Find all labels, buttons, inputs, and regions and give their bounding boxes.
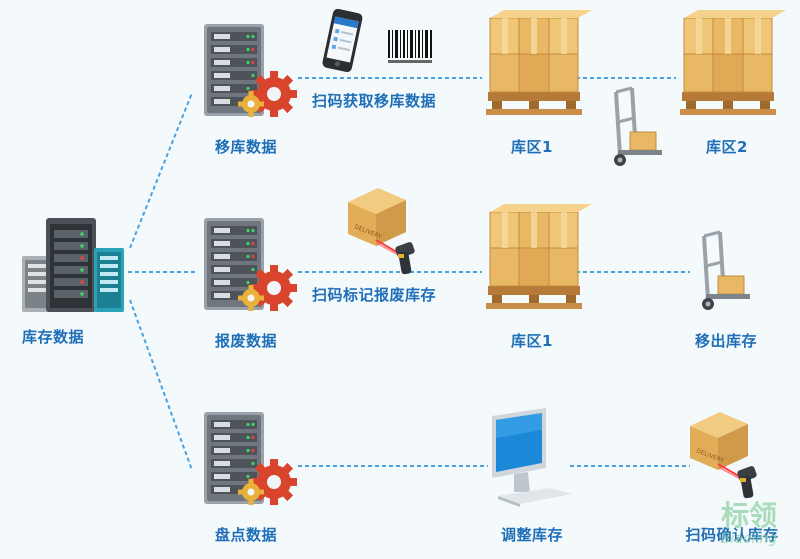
label-confirm: 扫码确认库存 (685, 526, 779, 544)
pallet-boxes-icon (679, 9, 787, 116)
watermark-logo: 标领 Biaoling (706, 501, 792, 551)
label-move-out: 移出库存 (694, 332, 758, 350)
barcode-icon (388, 30, 432, 63)
monitor-icon (492, 408, 572, 507)
label-zone1-mid: 库区1 (511, 332, 553, 350)
phone-scanner-icon (322, 8, 363, 72)
hand-truck-icon (700, 230, 752, 312)
label-adjust: 调整库存 (500, 526, 564, 544)
label-scan-transfer: 扫码获取移库数据 (311, 92, 437, 110)
label-scan-scrap: 扫码标记报废库存 (311, 286, 437, 304)
server-gear-icon (204, 218, 297, 311)
handheld-scanner-icon (689, 411, 759, 500)
label-zone2-top: 库区2 (706, 138, 748, 156)
handheld-scanner-icon (347, 187, 417, 276)
connector-lines (128, 77, 690, 471)
watermark-en: Biaoling (720, 531, 778, 547)
multi-server-icon (22, 218, 124, 312)
label-scrap-data: 报废数据 (214, 332, 278, 350)
label-zone1-top: 库区1 (511, 138, 553, 156)
label-stocktake-data: 盘点数据 (214, 526, 278, 544)
pallet-boxes-icon (485, 9, 593, 116)
label-inventory-data: 库存数据 (22, 328, 85, 346)
watermark-cn: 标领 (720, 499, 777, 532)
hand-truck-icon (612, 86, 664, 168)
server-gear-icon (204, 24, 297, 117)
server-gear-icon (204, 412, 297, 505)
label-transfer-data: 移库数据 (214, 138, 278, 156)
pallet-boxes-icon (485, 203, 593, 310)
